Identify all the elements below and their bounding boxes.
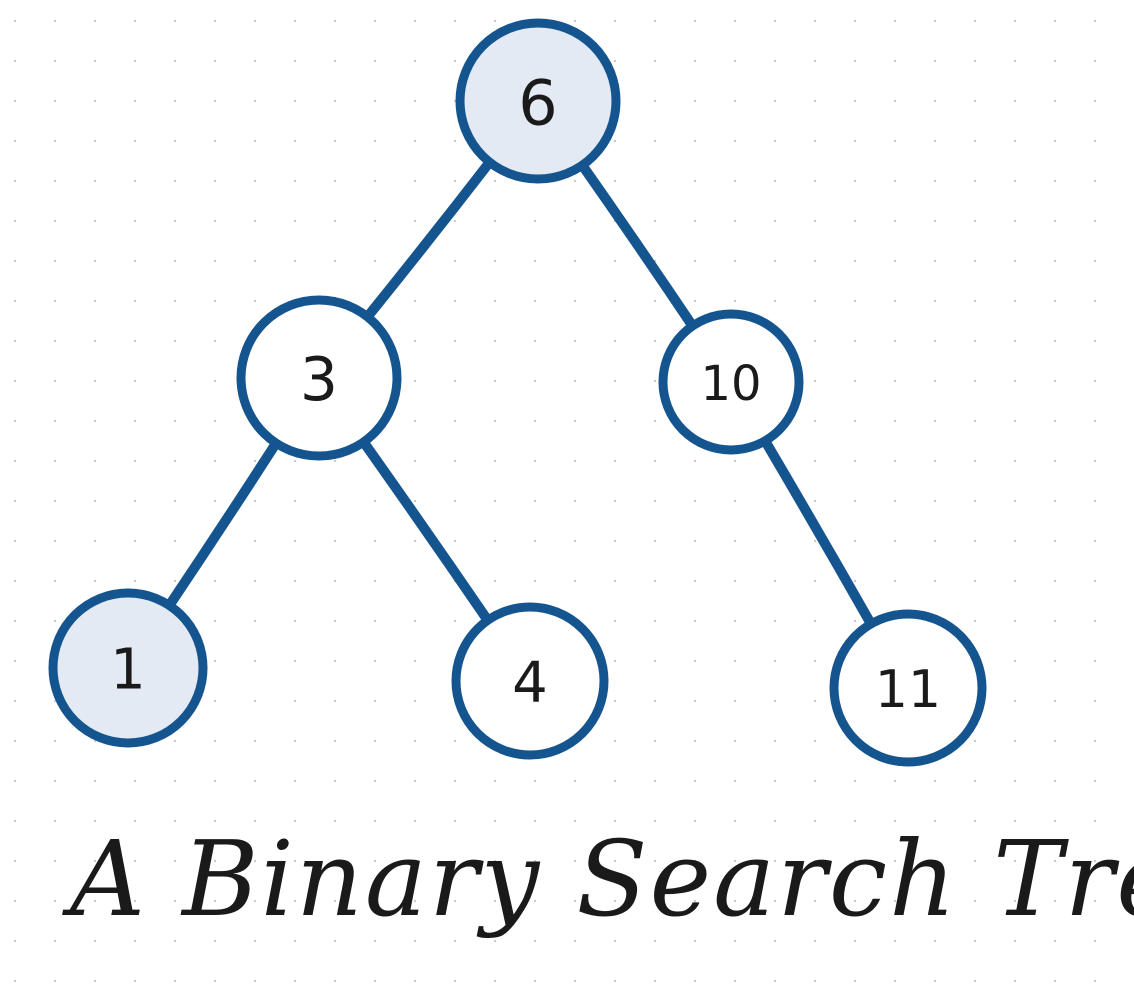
node-circle-11[interactable] (829, 609, 987, 767)
node-circle-6[interactable] (455, 18, 621, 184)
node-circle-1[interactable] (48, 588, 208, 748)
edge-3-to-4 (355, 432, 497, 631)
node-label-6: 6 (518, 67, 557, 140)
node-label-1: 1 (110, 638, 146, 703)
node-label-4: 4 (512, 651, 548, 716)
node-label-11: 11 (875, 660, 941, 720)
tree-node-3[interactable]: 3 (236, 295, 402, 461)
tree-node-4[interactable]: 4 (451, 602, 609, 760)
node-circle-10[interactable] (658, 309, 804, 455)
edge-10-to-11 (757, 430, 879, 635)
edge-6-to-10 (573, 155, 701, 336)
node-label-10: 10 (700, 356, 761, 412)
tree-node-11[interactable]: 11 (829, 609, 987, 767)
edge-layer (161, 152, 879, 635)
node-circle-3[interactable] (236, 295, 402, 461)
edge-6-to-3 (358, 152, 499, 327)
node-label-3: 3 (300, 345, 338, 415)
tree-node-6[interactable]: 6 (455, 18, 621, 184)
node-circle-4[interactable] (451, 602, 609, 760)
diagram-caption: A Binary Search Tree (62, 818, 1134, 940)
node-layer: 6 3 10 1 4 11 (48, 18, 987, 767)
tree-node-1[interactable]: 1 (48, 588, 208, 748)
edge-3-to-1 (161, 433, 285, 616)
tree-node-10[interactable]: 10 (658, 309, 804, 455)
